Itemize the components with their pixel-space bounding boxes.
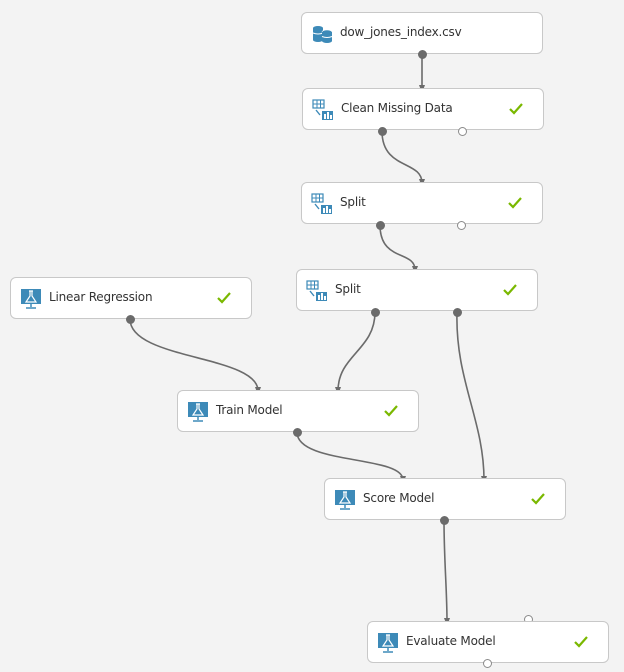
connection-train-score[interactable]	[296, 431, 406, 484]
checkmark-icon	[572, 633, 590, 651]
checkmark-icon	[382, 402, 400, 420]
output-port[interactable]	[483, 659, 492, 668]
model-icon	[376, 631, 400, 655]
model-icon	[186, 400, 210, 424]
model-icon	[333, 488, 357, 512]
connection-split2-score[interactable]	[456, 311, 487, 484]
module-label: Split	[335, 282, 361, 296]
output-port[interactable]	[126, 315, 135, 324]
checkmark-icon	[529, 490, 547, 508]
connection-score-evaluate[interactable]	[443, 519, 450, 626]
checkmark-icon	[506, 194, 524, 212]
module-label: dow_jones_index.csv	[340, 25, 462, 39]
module-clean-missing-data[interactable]: Clean Missing Data	[302, 88, 544, 130]
module-label: Evaluate Model	[406, 634, 496, 648]
module-split-2[interactable]: Split	[296, 269, 538, 311]
module-score-model[interactable]: Score Model	[324, 478, 566, 520]
connection-clean-split1[interactable]	[381, 130, 425, 187]
module-label: Score Model	[363, 491, 435, 505]
model-icon	[19, 287, 43, 311]
module-label: Linear Regression	[49, 290, 153, 304]
data-transform-icon	[310, 192, 334, 216]
module-dataset[interactable]: dow_jones_index.csv	[301, 12, 543, 54]
output-port[interactable]	[457, 221, 466, 230]
module-label: Split	[340, 195, 366, 209]
data-transform-icon	[305, 279, 329, 303]
output-port[interactable]	[371, 308, 380, 317]
connection-linreg-train[interactable]	[129, 318, 261, 395]
checkmark-icon	[501, 281, 519, 299]
output-port[interactable]	[293, 428, 302, 437]
module-linear-regression[interactable]: Linear Regression	[10, 277, 252, 319]
output-port[interactable]	[453, 308, 462, 317]
module-train-model[interactable]: Train Model	[177, 390, 419, 432]
data-transform-icon	[311, 98, 335, 122]
module-split-1[interactable]: Split	[301, 182, 543, 224]
output-port[interactable]	[376, 221, 385, 230]
output-port[interactable]	[458, 127, 467, 136]
checkmark-icon	[215, 289, 233, 307]
output-port[interactable]	[440, 516, 449, 525]
module-label: Clean Missing Data	[341, 101, 453, 115]
output-port[interactable]	[418, 50, 427, 59]
output-port[interactable]	[378, 127, 387, 136]
connection-split2-train[interactable]	[335, 311, 376, 395]
module-label: Train Model	[216, 403, 283, 417]
module-evaluate-model[interactable]: Evaluate Model	[367, 621, 609, 663]
dataset-icon	[310, 22, 334, 46]
connection-split1-split2[interactable]	[379, 224, 418, 274]
checkmark-icon	[507, 100, 525, 118]
